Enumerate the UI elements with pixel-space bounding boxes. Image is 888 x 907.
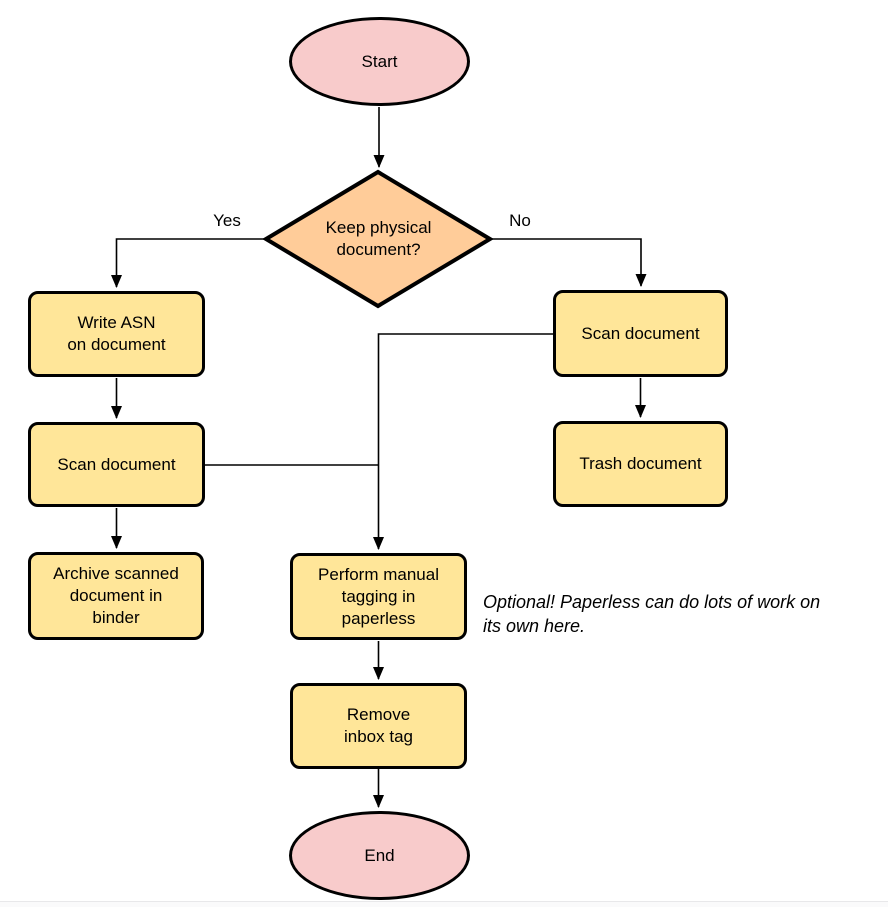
node-trash-document: Trash document	[553, 421, 728, 507]
node-remove-inbox-tag: Remove inbox tag	[290, 683, 467, 769]
annotation-optional-paperless: Optional! Paperless can do lots of work …	[483, 592, 821, 636]
node-decision-keep-physical-document: Keep physical document?	[325, 218, 432, 259]
edge-scan-right-to-tagging	[373, 333, 553, 550]
node-write-asn-on-document: Write ASN on document	[28, 291, 205, 377]
edge-decision-no-to-scan-right	[491, 238, 647, 287]
node-end: End	[289, 811, 470, 900]
edge-label-yes: Yes	[213, 211, 241, 230]
edge-label-no: No	[509, 211, 531, 230]
page-bottom-edge	[0, 901, 888, 907]
node-scan-document-left: Scan document	[28, 422, 205, 507]
edge-decision-yes-to-write-asn	[111, 238, 265, 288]
node-scan-document-right: Scan document	[553, 290, 728, 377]
decision-diamond-shape	[262, 169, 494, 309]
node-start: Start	[289, 17, 470, 106]
node-perform-manual-tagging-in-paperless: Perform manual tagging in paperless	[290, 553, 467, 640]
node-archive-scanned-document-in-binder: Archive scanned document in binder	[28, 552, 204, 640]
